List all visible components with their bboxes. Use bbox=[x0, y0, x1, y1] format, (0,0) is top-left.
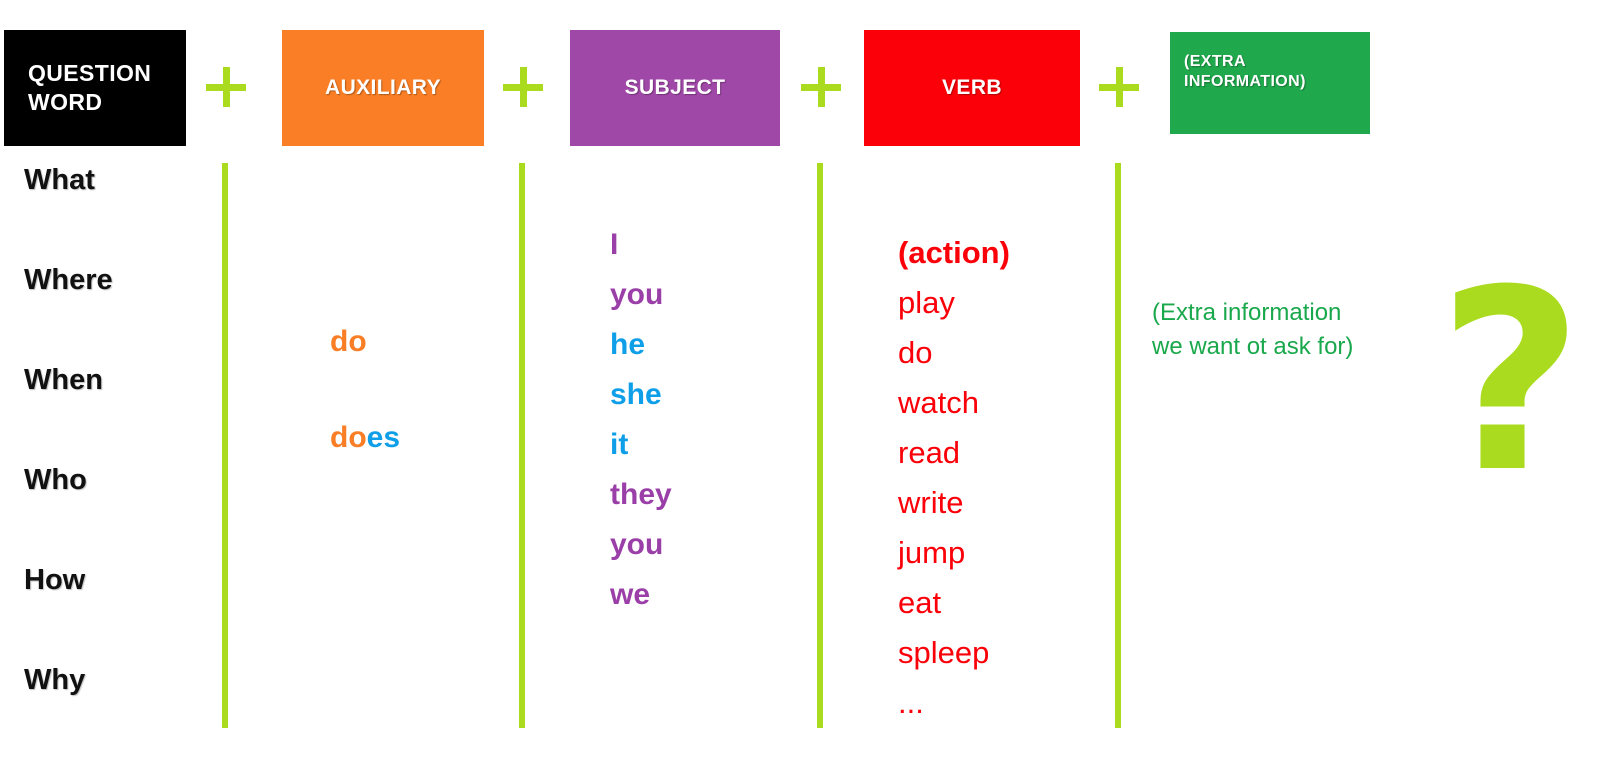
plus-icon-2 bbox=[503, 67, 543, 107]
plus-icon-3 bbox=[801, 67, 841, 107]
subject-item: he bbox=[610, 328, 646, 361]
auxiliary-item: do bbox=[330, 325, 510, 359]
column-verbs: (action) play do watch read write jump eat splee… bbox=[898, 228, 1098, 728]
verb-item: play bbox=[898, 285, 955, 320]
question-word-item: When bbox=[24, 364, 103, 396]
auxiliary-suffix: es bbox=[366, 421, 401, 454]
auxiliary-stem: do bbox=[330, 325, 367, 358]
header-label-verb: VERB bbox=[942, 75, 1002, 99]
subject-item: you bbox=[610, 278, 664, 311]
header-label-subject: SUBJECT bbox=[624, 75, 726, 99]
question-word-item: Who bbox=[24, 464, 87, 496]
column-divider-3 bbox=[817, 163, 823, 728]
question-word-item: Where bbox=[24, 264, 113, 296]
verb-item: do bbox=[898, 335, 933, 370]
question-mark-icon: ? bbox=[1438, 236, 1584, 527]
subject-item: you bbox=[610, 528, 664, 561]
column-divider-4 bbox=[1115, 163, 1121, 728]
subject-item: it bbox=[610, 428, 629, 461]
verb-item: write bbox=[898, 485, 964, 520]
verb-item: ... bbox=[898, 685, 924, 720]
header-label-auxiliary: AUXILIARY bbox=[325, 75, 441, 99]
subject-item: they bbox=[610, 478, 672, 511]
verb-item: read bbox=[898, 435, 961, 470]
header-label-question-word-line2: WORD bbox=[28, 89, 103, 115]
verb-item: (action) bbox=[898, 235, 1010, 270]
extra-note-line2: we want ot ask for) bbox=[1152, 333, 1354, 361]
subject-item: I bbox=[610, 228, 619, 261]
question-word-item: What bbox=[24, 164, 95, 196]
plus-icon-1 bbox=[206, 67, 246, 107]
verb-item: watch bbox=[898, 385, 979, 420]
verb-item: eat bbox=[898, 585, 942, 620]
column-divider-2 bbox=[519, 163, 525, 728]
column-divider-1 bbox=[222, 163, 228, 728]
plus-icon-4 bbox=[1099, 67, 1139, 107]
question-word-item: Why bbox=[24, 664, 86, 696]
auxiliary-stem: do bbox=[330, 421, 367, 454]
extra-note-line1: (Extra information bbox=[1152, 299, 1342, 326]
header-box-subject: SUBJECT bbox=[570, 30, 780, 146]
header-box-verb: VERB bbox=[864, 30, 1080, 146]
header-label-question-word: QUESTION WORD bbox=[28, 59, 151, 118]
verb-item: jump bbox=[898, 535, 966, 570]
header-box-auxiliary: AUXILIARY bbox=[282, 30, 484, 146]
subject-item: we bbox=[610, 578, 651, 611]
verb-item: spleep bbox=[898, 635, 990, 670]
header-label-question-word-line1: QUESTION bbox=[28, 59, 152, 86]
header-box-extra-information: (EXTRA INFORMATION) bbox=[1170, 32, 1370, 134]
auxiliary-item: does bbox=[330, 421, 510, 455]
header-box-question-word: QUESTION WORD bbox=[4, 30, 186, 146]
header-label-extra-line2: INFORMATION) bbox=[1184, 73, 1306, 91]
extra-information-note: (Extra information we want ot ask for) bbox=[1152, 296, 1412, 364]
question-word-item: How bbox=[24, 564, 86, 596]
subject-item: she bbox=[610, 378, 662, 411]
header-label-extra-line1: (EXTRA bbox=[1184, 53, 1246, 70]
header-label-extra-information: (EXTRA INFORMATION) bbox=[1184, 52, 1306, 93]
